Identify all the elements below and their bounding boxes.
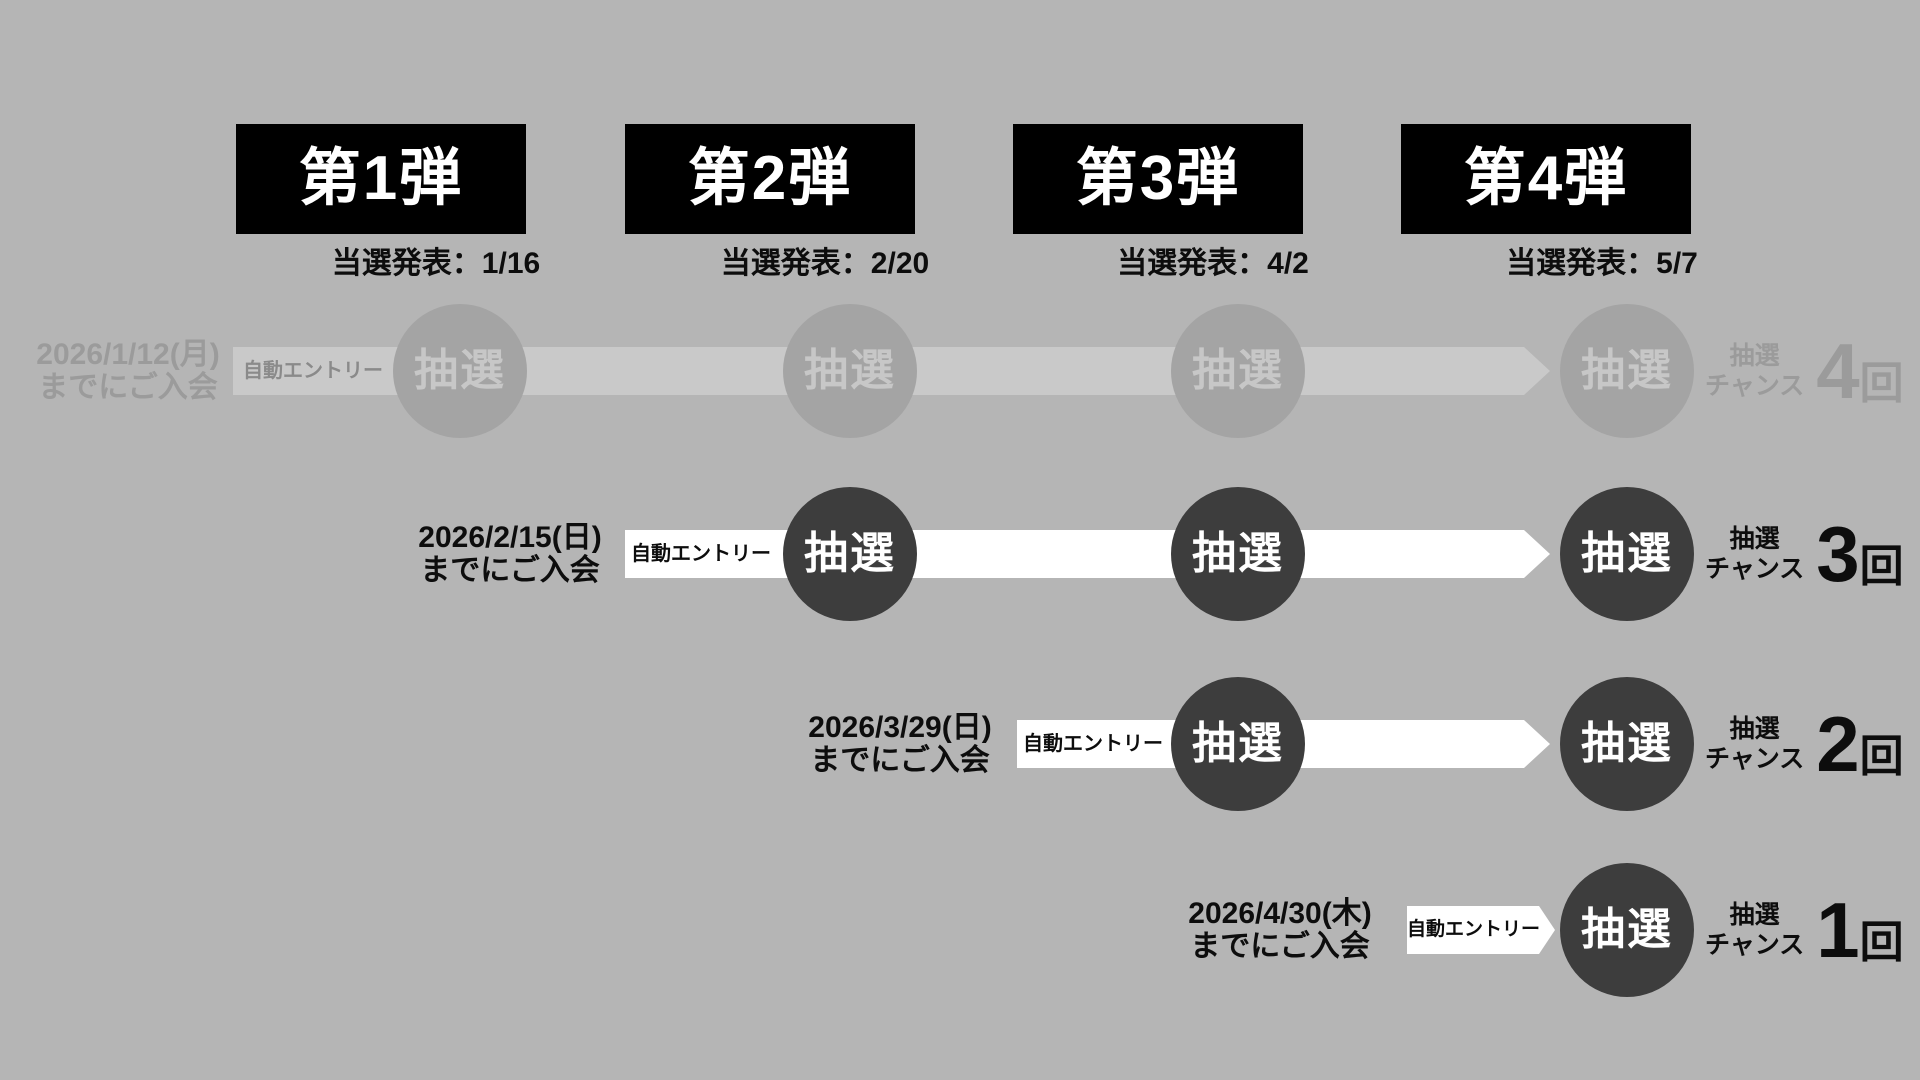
lottery-circle-r2c4: 抽選 [1560, 487, 1694, 621]
deadline-date-row-3: 2026/3/29(日) までにご入会 [790, 711, 1010, 777]
lottery-circle-r1c3: 抽選 [1171, 304, 1305, 438]
chance-number: 3回 [1816, 510, 1904, 598]
chance-number: 4回 [1816, 327, 1904, 415]
chance-count-row-1: 抽選 チャンス 4回 [1705, 323, 1920, 419]
round-header-1: 第1弾 [236, 124, 526, 234]
round-header-2: 第2弾 [625, 124, 915, 234]
chance-label: 抽選 チャンス [1705, 715, 1805, 773]
deadline-line1: 2026/3/29(日) [808, 711, 992, 744]
deadline-line1: 2026/2/15(日) [418, 521, 602, 554]
round-header-4: 第4弾 [1401, 124, 1691, 234]
deadline-line1: 2026/1/12(月) [36, 338, 220, 371]
chance-number: 1回 [1816, 886, 1904, 974]
auto-entry-label-row-4: 自動エントリー [1407, 919, 1541, 940]
lottery-circle-r1c4: 抽選 [1560, 304, 1694, 438]
chance-label: 抽選 チャンス [1705, 901, 1805, 959]
deadline-line2: までにご入会 [1190, 930, 1370, 963]
announce-date-3: 当選発表：4/2 [1117, 247, 1309, 280]
lottery-circle-r2c3: 抽選 [1171, 487, 1305, 621]
announce-date-4: 当選発表：5/7 [1506, 247, 1698, 280]
deadline-line2: までにご入会 [810, 744, 990, 777]
lottery-circle-r2c2: 抽選 [783, 487, 917, 621]
chance-count-row-2: 抽選 チャンス 3回 [1705, 506, 1920, 602]
lottery-circle-r3c3: 抽選 [1171, 677, 1305, 811]
chance-count-row-4: 抽選 チャンス 1回 [1705, 882, 1920, 978]
chance-label: 抽選 チャンス [1705, 525, 1805, 583]
chance-label: 抽選 チャンス [1705, 342, 1805, 400]
timeline-arrow-row-2 [625, 530, 1550, 578]
timeline-arrow-row-4 [1407, 906, 1555, 954]
deadline-date-row-1: 2026/1/12(月) までにご入会 [18, 338, 238, 404]
auto-entry-label-row-3: 自動エントリー [1023, 733, 1163, 755]
lottery-circle-r4c4: 抽選 [1560, 863, 1694, 997]
deadline-line1: 2026/4/30(木) [1188, 897, 1372, 930]
chance-count-row-3: 抽選 チャンス 2回 [1705, 696, 1920, 792]
lottery-circle-r1c1: 抽選 [393, 304, 527, 438]
auto-entry-label-row-2: 自動エントリー [631, 543, 771, 565]
deadline-date-row-2: 2026/2/15(日) までにご入会 [400, 521, 620, 587]
announce-date-2: 当選発表：2/20 [720, 247, 930, 280]
auto-entry-label-row-1: 自動エントリー [243, 360, 383, 382]
round-header-3: 第3弾 [1013, 124, 1303, 234]
lottery-circle-r1c2: 抽選 [783, 304, 917, 438]
chance-number: 2回 [1816, 700, 1904, 788]
deadline-date-row-4: 2026/4/30(木) までにご入会 [1170, 897, 1390, 963]
announce-date-1: 当選発表：1/16 [331, 247, 541, 280]
lottery-circle-r3c4: 抽選 [1560, 677, 1694, 811]
deadline-line2: までにご入会 [420, 554, 600, 587]
deadline-line2: までにご入会 [38, 371, 218, 404]
